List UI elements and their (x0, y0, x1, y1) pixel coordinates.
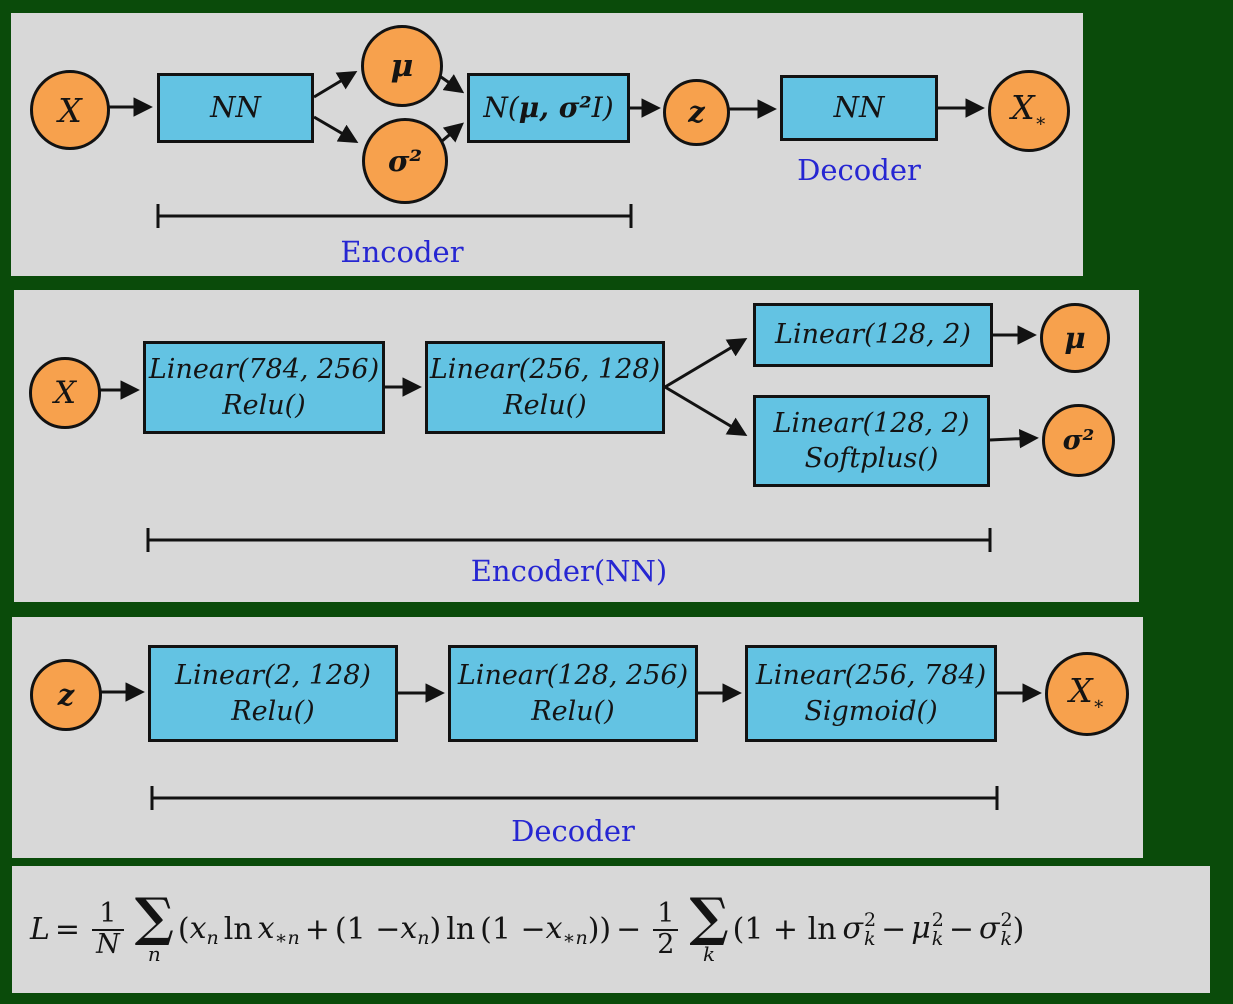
encoder-layer2-box: Linear(256, 128) Relu() (425, 341, 665, 434)
encoder-layer1-box: Linear(784, 256) Relu() (143, 341, 385, 434)
encoder-region-label: Encoder (340, 235, 464, 269)
sum-over-k: ∑ k (689, 887, 729, 966)
decoder-latent-node: z (30, 659, 102, 731)
decoder-layer1-box: Linear(2, 128) Relu() (148, 645, 398, 742)
latent-node: z (663, 79, 730, 146)
arrow-layer2-to-sigmalayer (664, 385, 748, 436)
arrow-nn-to-mu (313, 70, 358, 99)
mu-node: μ (361, 25, 443, 107)
sigma2-node: σ² (362, 118, 448, 204)
decoder-layer3-box: Linear(256, 784) Sigmoid() (745, 645, 997, 742)
encoder-nn-box: NN (157, 73, 314, 143)
decoder-region-label: Decoder (797, 153, 921, 187)
decoder-panel: z Linear(2, 128) Relu() Linear(128, 256)… (12, 617, 1143, 858)
decoder-output-subscript: ∗ (1092, 693, 1105, 715)
loss-formula: L = 1 N ∑ n ( xn ln x∗n + (1 − xn ) ln (… (12, 866, 1210, 993)
decoder-output-node: X∗ (1045, 652, 1129, 736)
encoder-sigma2-node: σ² (1042, 404, 1115, 477)
encoder-panel: X Linear(784, 256) Relu() Linear(256, 12… (14, 290, 1139, 602)
decoder-region-label: Decoder (511, 814, 635, 848)
one-over-n-fraction: 1 N (92, 899, 124, 959)
encoder-mu-node: μ (1040, 303, 1110, 373)
decoder-layer2-box: Linear(128, 256) Relu() (448, 645, 698, 742)
output-node: X∗ (988, 70, 1070, 152)
arrow-sigmalayer-to-sigma (989, 428, 1039, 449)
encoder-sigma-layer-box: Linear(128, 2) Softplus() (753, 395, 990, 487)
overview-connectors (107, 68, 985, 228)
encoder-input-node: X (29, 357, 101, 429)
loss-symbol: L (30, 912, 50, 947)
arrow-layer2-to-mulayer (664, 338, 748, 389)
decoder-nn-box: NN (780, 75, 938, 141)
sum-over-n: ∑ n (134, 887, 174, 966)
input-node: X (30, 70, 110, 150)
arrow-nn-to-sigma (313, 115, 359, 143)
encoder-mu-layer-box: Linear(128, 2) (753, 303, 993, 367)
output-subscript: ∗ (1034, 110, 1047, 132)
one-half-fraction: 1 2 (653, 899, 679, 959)
encoder-nn-region-label: Encoder(NN) (470, 554, 668, 588)
